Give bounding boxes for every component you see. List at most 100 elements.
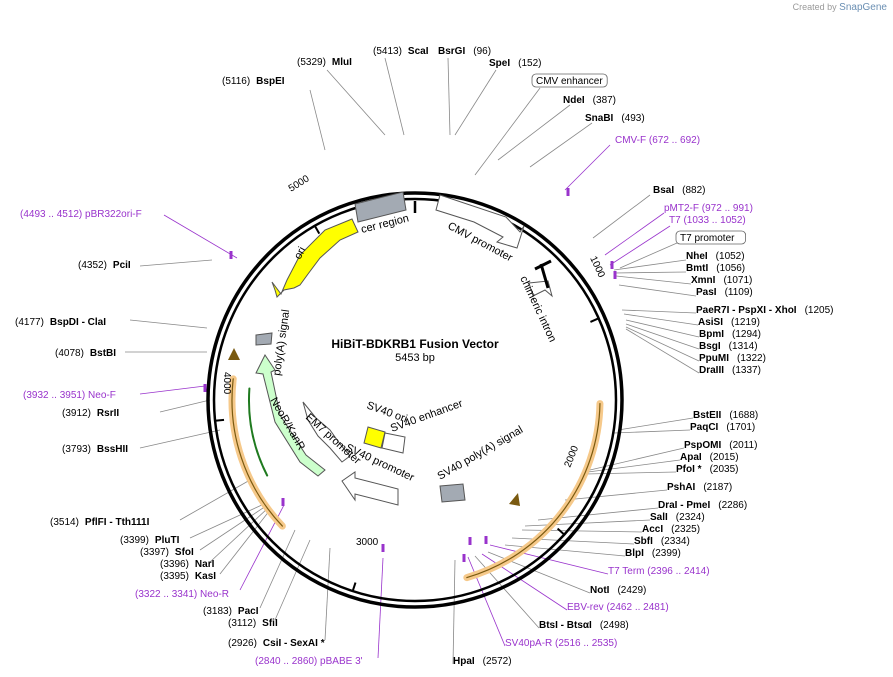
feature-shape[interactable] — [341, 471, 399, 506]
leader-line — [452, 559, 456, 665]
leader-line — [377, 557, 384, 659]
primer-label: SV40pA-R (2516 .. 2535) — [505, 638, 617, 649]
map-label-bmti[interactable]: BmtI(1056) — [613, 263, 745, 274]
site-position: (3793)BssHII — [62, 444, 128, 455]
map-label-ppumi[interactable]: PpuMI(1322) — [625, 326, 766, 364]
leader-line — [447, 57, 451, 136]
map-label-bsgi[interactable]: BsgI(1314) — [625, 323, 758, 352]
leader-line — [219, 509, 271, 575]
leader-line — [384, 57, 405, 136]
map-label-t7-promoter[interactable]: T7 promoter — [619, 230, 746, 269]
map-label-ndei[interactable]: NdeI(387) — [497, 95, 616, 161]
feature-shape[interactable] — [255, 354, 326, 477]
map-label-draiii[interactable]: DraIII(1337) — [625, 328, 761, 376]
map-label-hpai[interactable]: HpaI(2572) — [452, 559, 512, 667]
intron-mark — [534, 259, 552, 271]
orf-arc-line[interactable] — [231, 378, 283, 527]
orf-arrowhead — [509, 493, 520, 506]
scale-tick-label: 5000 — [287, 173, 312, 194]
leader-line — [497, 104, 571, 161]
feature-label: SV40 poly(A) signal — [436, 424, 526, 483]
site-position: (3112)SfiI — [228, 618, 278, 629]
leader-line — [621, 309, 697, 314]
label-box — [675, 230, 746, 245]
map-label-mlui[interactable]: (5329)MluI — [297, 57, 386, 136]
feature-shape[interactable] — [302, 401, 351, 463]
leader-line — [189, 503, 265, 539]
leader-line — [309, 89, 326, 151]
map-label-rsrii[interactable]: (3912)RsrII — [62, 399, 211, 419]
map-label-neo-f[interactable]: (3932 .. 3951) Neo-F — [23, 385, 206, 401]
site-name: SbfI(2334) — [634, 536, 690, 547]
primer-mark — [610, 261, 614, 269]
feature-shape[interactable] — [255, 332, 273, 346]
feature-shape[interactable] — [381, 432, 406, 454]
map-label-cmv-f[interactable]: CMV-F (672 .. 692) — [564, 135, 700, 191]
map-label-snabi[interactable]: SnaBI(493) — [529, 113, 645, 168]
leader-line — [129, 319, 208, 329]
primer-label: EBV-rev (2462 .. 2481) — [567, 602, 669, 613]
neo-arc-line[interactable] — [248, 387, 269, 477]
map-label-sfoi[interactable]: (3397)SfoI — [140, 505, 267, 558]
feature-sv40-promoter[interactable]: SV40 promoter — [341, 442, 416, 506]
map-label-pflfi-tth111i[interactable]: (3514)PflFI - Tth111I — [50, 479, 251, 528]
map-label-paer7i-pspxi-xhoi[interactable]: PaeR7I - PspXI - XhoI(1205) — [621, 305, 834, 316]
site-name: BtsI - BtsαI(2498) — [539, 620, 629, 631]
feature-sv40-poly-a-signal[interactable]: SV40 poly(A) signal — [436, 424, 526, 503]
map-label-bpmi[interactable]: BpmI(1294) — [625, 319, 761, 340]
leader-line — [179, 479, 251, 521]
map-label-pmt2-f[interactable]: pMT2-F (972 .. 991) — [604, 203, 753, 256]
map-label-bsshii[interactable]: (3793)BssHII — [62, 429, 221, 455]
map-label-bspei[interactable]: (5116)BspEI — [222, 76, 326, 151]
map-label-kasi[interactable]: (3395)KasI — [160, 509, 271, 582]
map-label-pcii[interactable]: (4352)PciI — [78, 259, 213, 271]
map-label-pbr322ori-f[interactable]: (4493 .. 4512) pBR322ori-F — [20, 209, 238, 259]
leader-line — [163, 214, 238, 259]
leader-line — [587, 459, 681, 473]
feature-chimeric-intron[interactable]: chimeric intron — [517, 274, 558, 344]
site-name: HpaI(2572) — [453, 656, 512, 667]
leader-line — [139, 385, 206, 395]
leader-line — [585, 471, 677, 475]
scale-tick — [214, 418, 225, 422]
map-label-pbabe-3[interactable]: (2840 .. 2860) pBABE 3' — [255, 557, 384, 667]
plasmid-size: 5453 bp — [395, 352, 435, 364]
primer-mark — [468, 537, 472, 545]
map-label-spei[interactable]: SpeI(152) — [454, 58, 541, 136]
site-position: (5116)BspEI — [222, 76, 285, 87]
map-label-pasi[interactable]: PasI(1109) — [618, 284, 753, 298]
map-label-asisi[interactable]: AsiSI(1219) — [623, 313, 760, 328]
feature-ori[interactable]: ori — [271, 218, 359, 298]
map-label-nari[interactable]: (3396)NarI — [160, 507, 269, 570]
map-label-bsrgi[interactable]: BsrGI(96) — [438, 46, 491, 136]
map-label-sfii[interactable]: (3112)SfiI — [228, 539, 311, 629]
site-name: SnaBI(493) — [585, 113, 645, 124]
map-label-bstbi[interactable]: (4078)BstBI — [55, 348, 207, 359]
snapgene-logo: SnapGene — [839, 2, 887, 13]
orf-arc-line[interactable] — [466, 402, 601, 579]
map-label-xmni[interactable]: XmnI(1071) — [615, 275, 752, 286]
map-label-bsteii[interactable]: BstEII(1688) — [617, 410, 758, 431]
map-label-bspdi-clai[interactable]: (4177)BspDI - ClaI — [15, 317, 208, 329]
feature-shape[interactable] — [435, 194, 525, 249]
primer-label: (3932 .. 3951) Neo-F — [23, 390, 116, 401]
map-label-paci[interactable]: (3183)PacI — [203, 529, 296, 617]
intron-mark — [539, 263, 550, 289]
map-label-bsai[interactable]: BsaI(882) — [592, 185, 705, 239]
map-label-csii-sexai[interactable]: (2926)CsiI - SexAI * — [228, 547, 331, 649]
map-label-scai[interactable]: (5413)ScaI — [373, 46, 429, 136]
map-label-t7[interactable]: T7 (1033 .. 1052) — [609, 215, 746, 266]
map-label-cmv-enhancer[interactable]: CMV enhancer — [474, 73, 608, 176]
leader-line — [454, 69, 497, 136]
feature-shape[interactable] — [354, 191, 407, 223]
feature-shape[interactable] — [439, 483, 466, 503]
map-label-nhei[interactable]: NheI(1052) — [613, 251, 745, 271]
map-label-paqci[interactable]: PaqCI(1701) — [613, 422, 755, 434]
leader-line — [139, 259, 213, 267]
map-label-pshai[interactable]: PshAI(2187) — [564, 482, 732, 501]
feature-shape[interactable] — [271, 218, 359, 298]
map-label-sali[interactable]: SalI(2324) — [524, 512, 705, 527]
feature-sv40-enhancer[interactable]: SV40 enhancer — [381, 397, 465, 454]
feature-cmv-promoter[interactable]: CMV promoter — [435, 194, 525, 264]
feature-shape[interactable] — [363, 426, 386, 449]
